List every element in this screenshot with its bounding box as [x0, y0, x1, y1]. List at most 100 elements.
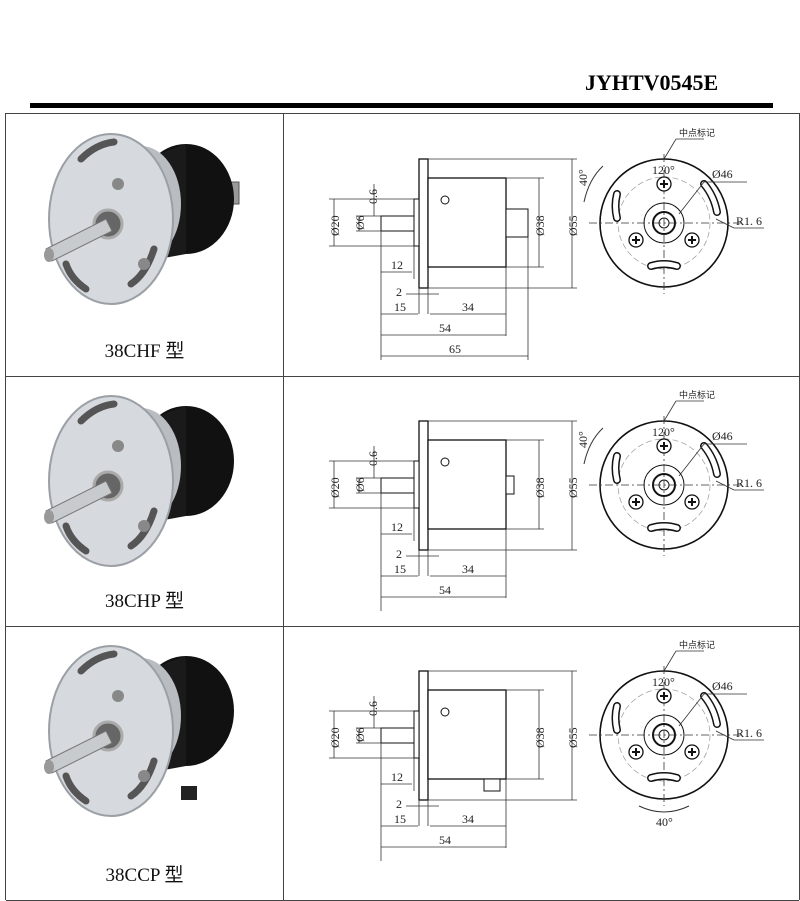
flange-slot — [62, 772, 90, 805]
flange-side — [418, 670, 429, 801]
hub-side — [413, 460, 420, 509]
cable-gland-side — [505, 208, 529, 238]
dim-l34: 34 — [462, 562, 474, 576]
screw — [138, 770, 150, 782]
label-r16: R1. 6 — [736, 476, 762, 490]
label-40-deg: 40° — [656, 815, 673, 829]
angle-arc — [583, 165, 604, 203]
dim-l2: 2 — [396, 285, 402, 299]
label-center-mark: 中点标记 — [679, 389, 715, 400]
shaft-side — [380, 215, 415, 232]
dim-d20: Ø20 — [328, 215, 342, 236]
shaft-side — [380, 477, 415, 494]
dim-t06: 0.6 — [366, 189, 380, 204]
screw-icon — [656, 688, 672, 704]
screw-icon — [440, 195, 450, 205]
shaft-end — [44, 760, 54, 774]
dim-d38: Ø38 — [533, 215, 547, 236]
dim-t06: 0.6 — [366, 451, 380, 466]
flange-slot — [77, 650, 118, 675]
flange-slot — [613, 703, 620, 733]
encoder-photo — [44, 395, 234, 567]
model-label: 38CCP 型 — [105, 865, 184, 886]
flange-slot — [701, 693, 720, 727]
dim-l54: 54 — [439, 583, 451, 597]
dim-d20: Ø20 — [328, 477, 342, 498]
flange-slot — [62, 260, 90, 293]
dim-d55: Ø55 — [566, 727, 580, 748]
dim-l65: 65 — [449, 342, 461, 356]
screw — [138, 520, 150, 532]
document-code: JYHTV0545E — [585, 70, 719, 95]
angle-arc — [638, 805, 690, 813]
dim-d38: Ø38 — [533, 727, 547, 748]
dimension-line — [663, 650, 677, 672]
dim-l15: 15 — [394, 812, 406, 826]
shaft-end — [44, 510, 54, 524]
shaft-end — [44, 248, 54, 262]
encoder-photo — [44, 133, 240, 305]
flange-side — [418, 158, 429, 289]
model-label: 38CHP 型 — [104, 591, 184, 612]
flange-slot — [701, 181, 720, 215]
screw-icon — [656, 176, 672, 192]
dim-l2: 2 — [396, 797, 402, 811]
dimension-line — [715, 730, 735, 741]
label-center-mark: 中点标记 — [679, 127, 715, 138]
label-d46: Ø46 — [712, 429, 733, 443]
dim-l12: 12 — [391, 258, 403, 272]
screw — [138, 258, 150, 270]
flange-slot — [648, 773, 680, 781]
dimension-line — [715, 218, 735, 229]
dimension-line — [678, 443, 705, 477]
connector — [181, 786, 197, 800]
flange-slot — [613, 453, 620, 483]
screw-icon — [684, 232, 700, 248]
flange-side — [418, 420, 429, 551]
photo-cell: 38CHF 型 — [6, 114, 284, 376]
header-rule — [30, 103, 773, 108]
dim-d38: Ø38 — [533, 477, 547, 498]
flange-slot — [77, 138, 118, 163]
connector-bottom — [483, 778, 501, 792]
screw — [112, 440, 124, 452]
dim-d6: Ø6 — [353, 477, 367, 492]
connector-side — [505, 475, 515, 495]
flange-slot — [127, 507, 158, 550]
screw-icon — [628, 744, 644, 760]
angle-arc — [583, 427, 604, 465]
dim-l34: 34 — [462, 812, 474, 826]
label-d46: Ø46 — [712, 679, 733, 693]
dimension-line — [663, 138, 677, 160]
photo-cell: 38CCP 型 — [6, 626, 284, 900]
label-120-deg: 120° — [652, 425, 675, 439]
dimension-line — [663, 400, 677, 422]
dim-l12: 12 — [391, 520, 403, 534]
screw-icon — [440, 457, 450, 467]
label-center-mark: 中点标记 — [679, 639, 715, 650]
dim-l2: 2 — [396, 547, 402, 561]
screw-icon — [684, 744, 700, 760]
label-120-deg: 120° — [652, 163, 675, 177]
hub-side — [413, 198, 420, 247]
label-120-deg: 120° — [652, 675, 675, 689]
screw-icon — [628, 494, 644, 510]
dim-t06: 0.6 — [366, 701, 380, 716]
photo-cell: 38CHP 型 — [6, 376, 284, 626]
body-side — [427, 689, 507, 780]
dim-l15: 15 — [394, 562, 406, 576]
hub-side — [413, 710, 420, 759]
dim-l15: 15 — [394, 300, 406, 314]
shaft-side — [380, 727, 415, 744]
body-side — [427, 177, 507, 268]
flange-slot — [701, 443, 720, 477]
flange-slot — [127, 757, 158, 800]
dimension-line — [678, 181, 705, 215]
dimension-line — [715, 480, 735, 491]
encoder-photo — [44, 645, 234, 817]
